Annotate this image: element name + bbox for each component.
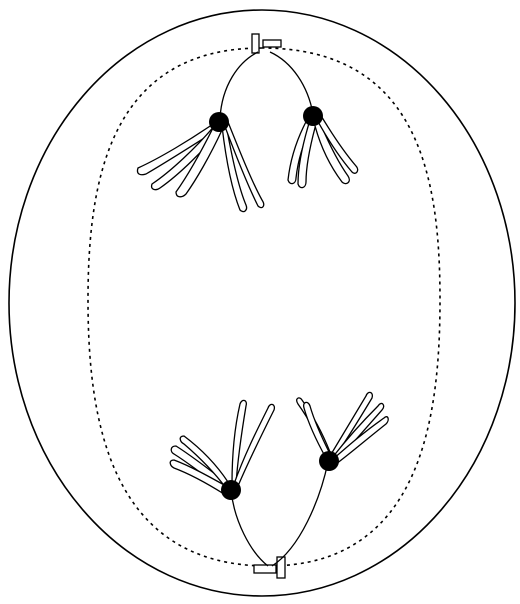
spindle-fiber-top-right bbox=[270, 52, 313, 114]
centromere-top-right bbox=[303, 106, 323, 126]
centromere-bottom-right bbox=[319, 451, 339, 471]
chromosome-group-top-left bbox=[137, 112, 263, 212]
centromere-bottom-left bbox=[221, 480, 241, 500]
spindle-fiber-bottom-left bbox=[231, 490, 268, 566]
spindle-envelope bbox=[88, 48, 440, 566]
centriole-top bbox=[252, 34, 281, 53]
spindle-fiber-top-left bbox=[220, 52, 258, 118]
chromosome-group-bottom-left bbox=[170, 400, 274, 500]
cell-membrane bbox=[9, 10, 515, 596]
chromosome-group-bottom-right bbox=[297, 392, 389, 471]
spindle-fiber-bottom-right bbox=[272, 462, 328, 566]
centromere-top-left bbox=[209, 112, 229, 132]
chromosome-group-top-right bbox=[288, 106, 358, 188]
